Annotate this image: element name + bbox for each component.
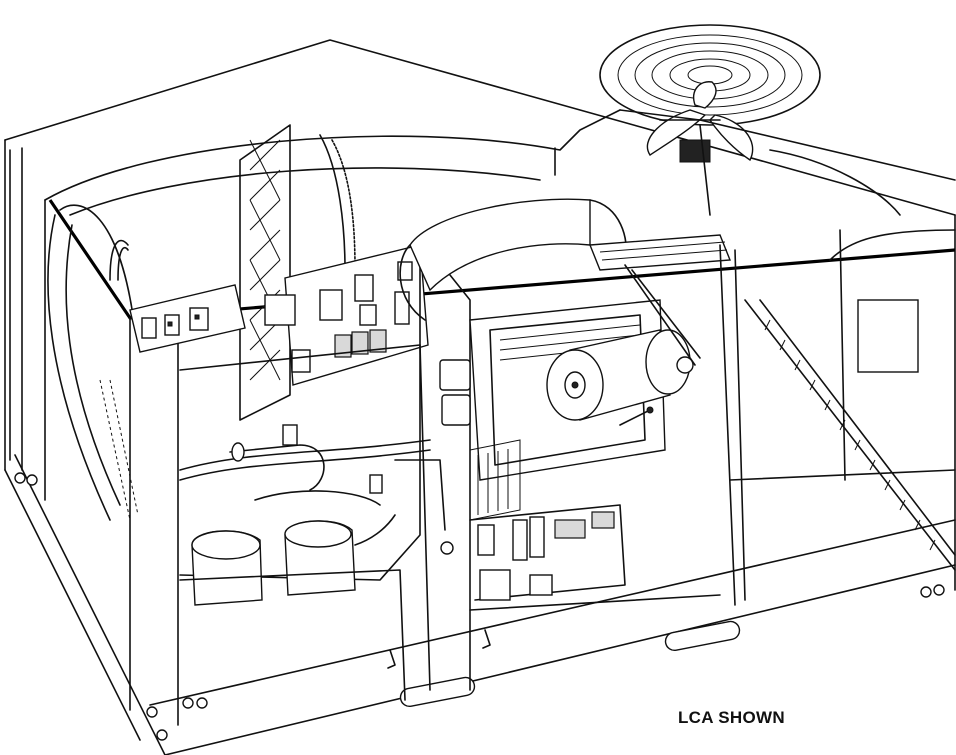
condenser-coil-left xyxy=(47,204,139,521)
condenser-fan xyxy=(599,24,821,163)
base-rail-openings xyxy=(14,472,945,741)
right-compartment xyxy=(719,229,956,606)
access-panels xyxy=(179,359,721,701)
compressors xyxy=(191,514,396,606)
drive-belt xyxy=(624,264,701,366)
refrigerant-piping xyxy=(179,424,446,531)
figure-caption: LCA SHOWN xyxy=(678,708,785,727)
evaporator-coil xyxy=(239,124,356,421)
control-box-left xyxy=(129,284,246,353)
blower-housing xyxy=(399,198,732,321)
condenser-coil-right xyxy=(744,299,956,571)
upper-baffle xyxy=(44,109,621,216)
pipe-hook xyxy=(109,239,129,281)
upper-right-panel xyxy=(619,109,956,216)
control-panel-center xyxy=(264,244,429,386)
lower-control-box xyxy=(469,439,626,601)
blower-motor xyxy=(546,329,694,426)
